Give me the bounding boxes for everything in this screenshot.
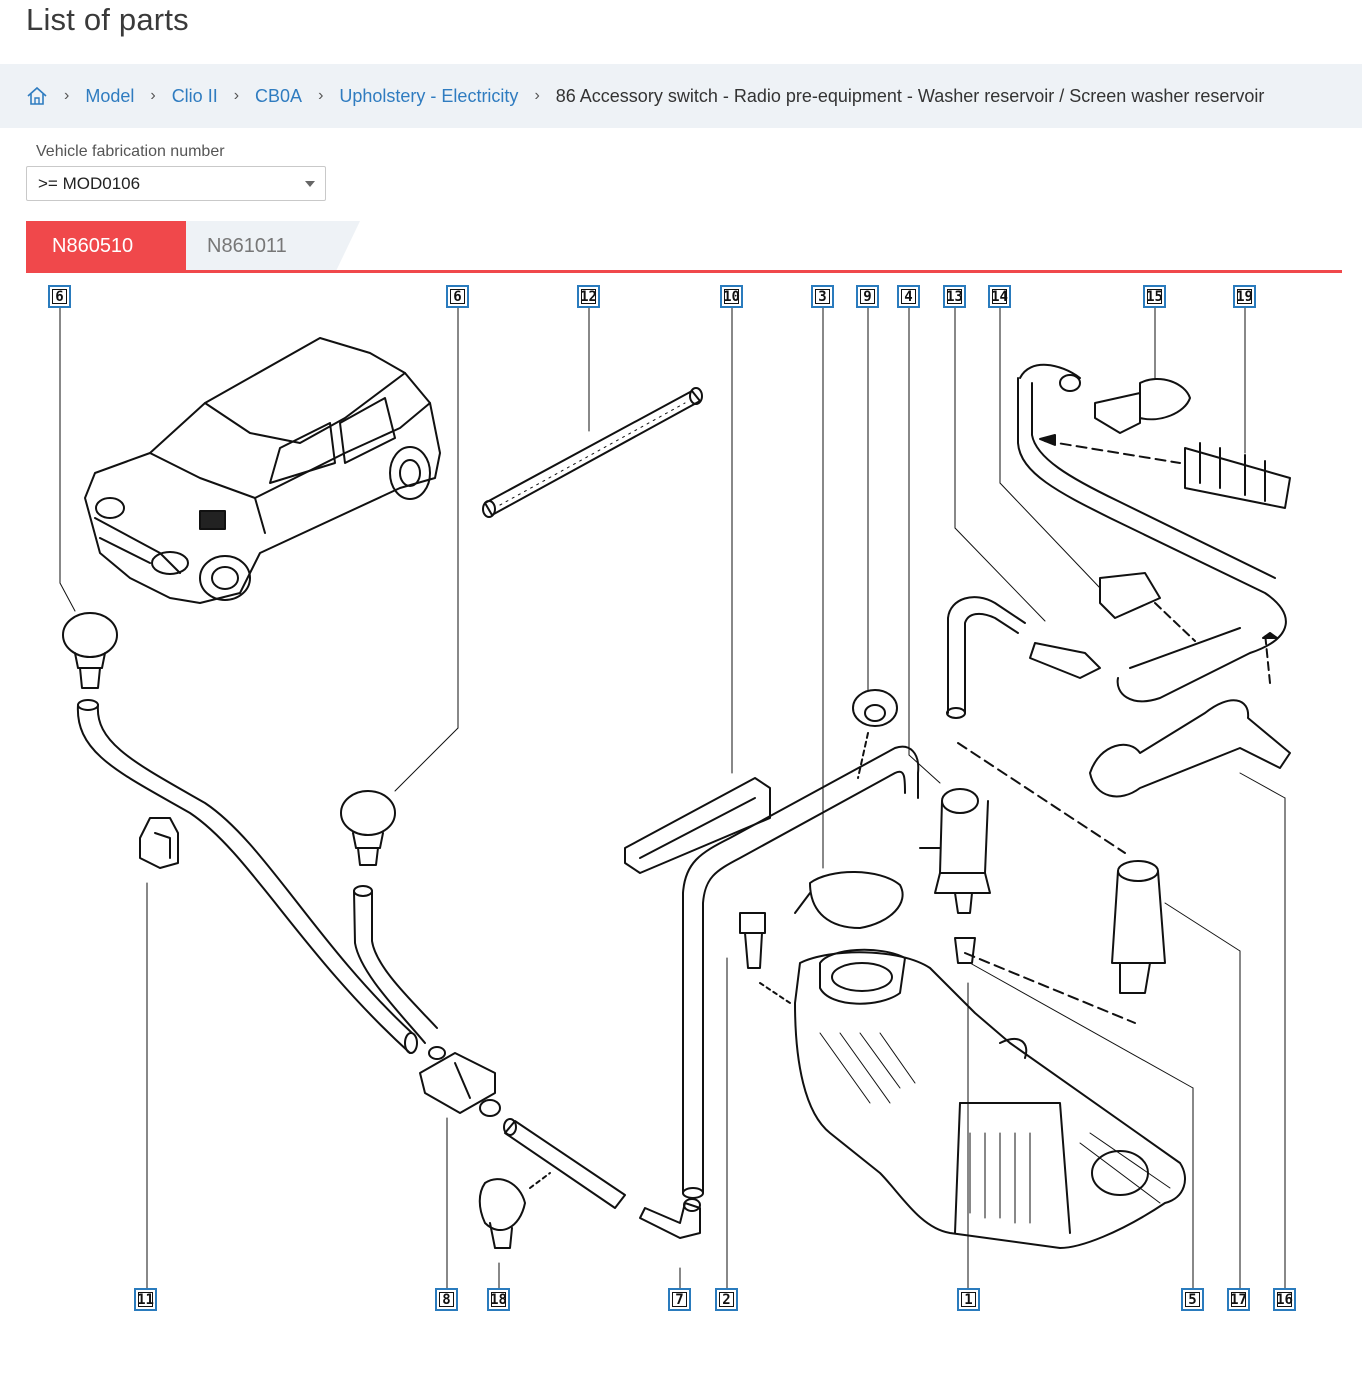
breadcrumb-separator: ›: [64, 87, 70, 104]
callout-label: 10: [723, 288, 740, 305]
callout-18[interactable]: 18: [487, 1288, 510, 1311]
part-11-clip: [139, 817, 179, 869]
part-6-nozzle-left: [62, 612, 118, 689]
fabrication-number-value: >= MOD0106: [38, 173, 141, 193]
callout-9[interactable]: 9: [856, 285, 879, 308]
breadcrumb-link-clio[interactable]: Clio II: [171, 85, 218, 106]
callout-4[interactable]: 4: [897, 285, 920, 308]
loop-hose: [1017, 363, 1287, 703]
callout-12[interactable]: 12: [577, 285, 600, 308]
callout-label: 13: [946, 288, 963, 305]
callout-label: 3: [815, 289, 830, 305]
part-18-clip: [478, 1172, 551, 1249]
callout-label: 1: [961, 1292, 976, 1308]
long-hose-center: [682, 745, 920, 1199]
chevron-down-icon: [305, 181, 315, 187]
callout-label: 7: [672, 1292, 687, 1308]
part-16-harness: [1089, 632, 1291, 798]
parts-diagram: 6 6 12 10 3 9 4 13 14 15 19 11 8 18 7 2 …: [0, 273, 1362, 1333]
breadcrumb-current: 86 Accessory switch - Radio pre-equipmen…: [555, 85, 1265, 106]
tab-label: N860510: [52, 234, 134, 257]
callout-7[interactable]: 7: [668, 1288, 691, 1311]
part-8-connector: [419, 1046, 501, 1117]
part-12-sleeve: [482, 387, 703, 518]
part-15-nozzle: [1094, 378, 1191, 434]
part-6-nozzle-right: [340, 790, 396, 866]
callout-16[interactable]: 16: [1273, 1288, 1296, 1311]
callout-label: 4: [901, 289, 916, 305]
callout-label: 6: [450, 289, 465, 305]
part-10-bracket: [624, 777, 771, 874]
part-19-clips: [1039, 434, 1291, 509]
exploded-view-drawing: [59, 307, 1291, 1289]
callout-3[interactable]: 3: [811, 285, 834, 308]
part-14-connector: [1099, 572, 1196, 642]
part-13-grommet: [954, 937, 976, 964]
callout-1[interactable]: 1: [957, 1288, 980, 1311]
callout-19[interactable]: 19: [1233, 285, 1256, 308]
callout-label: 2: [719, 1292, 734, 1308]
callout-5[interactable]: 5: [1181, 1288, 1204, 1311]
callout-11[interactable]: 11: [134, 1288, 157, 1311]
variant-tabs: N860510 N861011: [26, 221, 1342, 271]
callout-label: 8: [439, 1292, 454, 1308]
callout-13[interactable]: 13: [943, 285, 966, 308]
callout-label: 16: [1276, 1291, 1293, 1308]
callout-label: 6: [52, 289, 67, 305]
callout-label: 11: [137, 1291, 154, 1308]
breadcrumb: › Model › Clio II › CB0A › Upholstery - …: [0, 64, 1362, 128]
callout-6-left[interactable]: 6: [48, 285, 71, 308]
part-2-bolt: [739, 912, 791, 1004]
callout-14[interactable]: 14: [988, 285, 1011, 308]
callout-label: 14: [991, 288, 1008, 305]
callout-label: 15: [1146, 288, 1163, 305]
home-icon[interactable]: [26, 85, 48, 107]
fabrication-number-select[interactable]: >= MOD0106: [26, 166, 326, 201]
breadcrumb-link-upholstery[interactable]: Upholstery - Electricity: [339, 85, 519, 106]
callout-label: 18: [490, 1291, 507, 1308]
part-7-connector: [639, 1198, 701, 1239]
breadcrumb-link-model[interactable]: Model: [85, 85, 135, 106]
callout-label: 17: [1230, 1291, 1247, 1308]
callout-2[interactable]: 2: [715, 1288, 738, 1311]
fabrication-number-label: Vehicle fabrication number: [36, 143, 225, 160]
part-9-grommet: [852, 689, 898, 779]
leader-lines: [59, 307, 1286, 1289]
part-3-cap: [794, 871, 904, 929]
page-title: List of parts: [26, 2, 189, 37]
breadcrumb-separator: ›: [318, 87, 324, 104]
callout-label: 19: [1236, 288, 1253, 305]
short-hose: [353, 885, 438, 1044]
tab-underline: [26, 270, 1342, 273]
callout-8[interactable]: 8: [435, 1288, 458, 1311]
part-1-reservoir: [794, 948, 1186, 1249]
callout-10[interactable]: 10: [720, 285, 743, 308]
part-17-pump: [957, 742, 1166, 1024]
callout-6-right[interactable]: 6: [446, 285, 469, 308]
callout-label: 9: [860, 289, 875, 305]
breadcrumb-separator: ›: [534, 87, 540, 104]
part-4-pump: [919, 788, 991, 914]
hose-short-diagonal: [503, 1118, 626, 1209]
callout-label: 5: [1185, 1292, 1200, 1308]
upper-hose: [946, 596, 1101, 719]
long-hose-left: [76, 699, 418, 1054]
tab-n860510[interactable]: N860510: [26, 221, 212, 271]
breadcrumb-separator: ›: [150, 87, 156, 104]
breadcrumb-link-cb0a[interactable]: CB0A: [255, 85, 303, 106]
breadcrumb-separator: ›: [233, 87, 240, 104]
tab-n861011[interactable]: N861011: [186, 221, 360, 271]
callout-15[interactable]: 15: [1143, 285, 1166, 308]
callout-17[interactable]: 17: [1227, 1288, 1250, 1311]
tab-label: N861011: [207, 234, 287, 257]
callout-label: 12: [580, 288, 597, 305]
car-drawing: [84, 337, 441, 604]
